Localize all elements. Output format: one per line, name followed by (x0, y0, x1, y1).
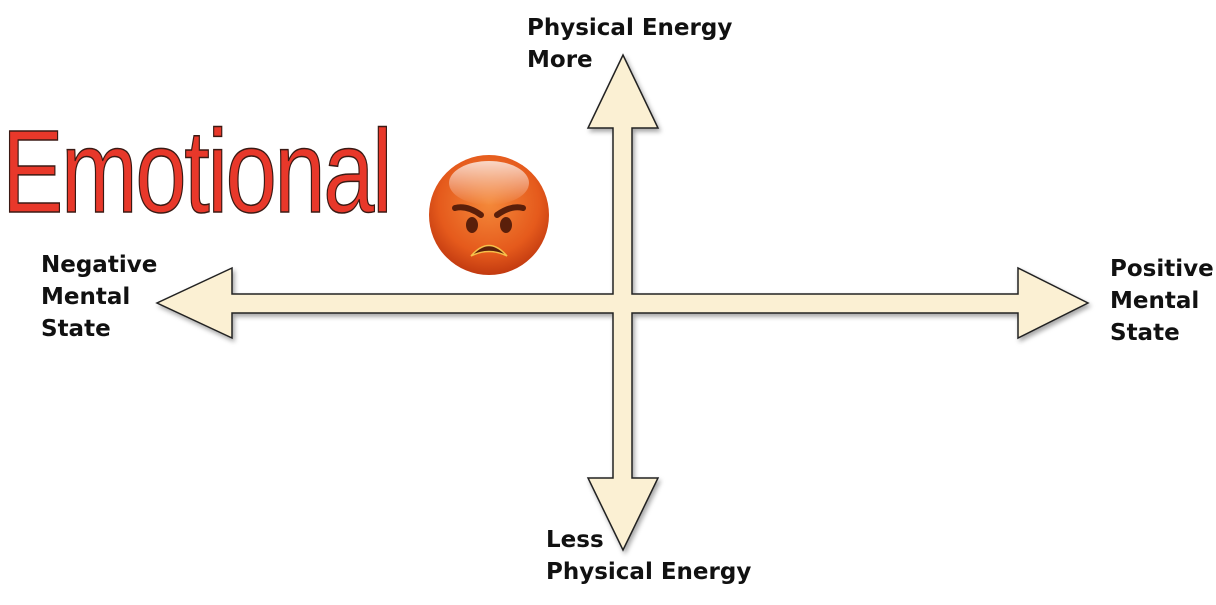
emotional-title: Emotional (1, 106, 393, 238)
angry-face-icon (427, 153, 551, 277)
cross-arrows (155, 53, 1090, 552)
right-axis-label: Positive Mental State (1110, 256, 1214, 346)
top-axis-label: Physical Energy More (527, 15, 733, 73)
left-axis-label: Negative Mental State (41, 252, 158, 342)
bottom-axis-label: Less Physical Energy (546, 527, 752, 585)
